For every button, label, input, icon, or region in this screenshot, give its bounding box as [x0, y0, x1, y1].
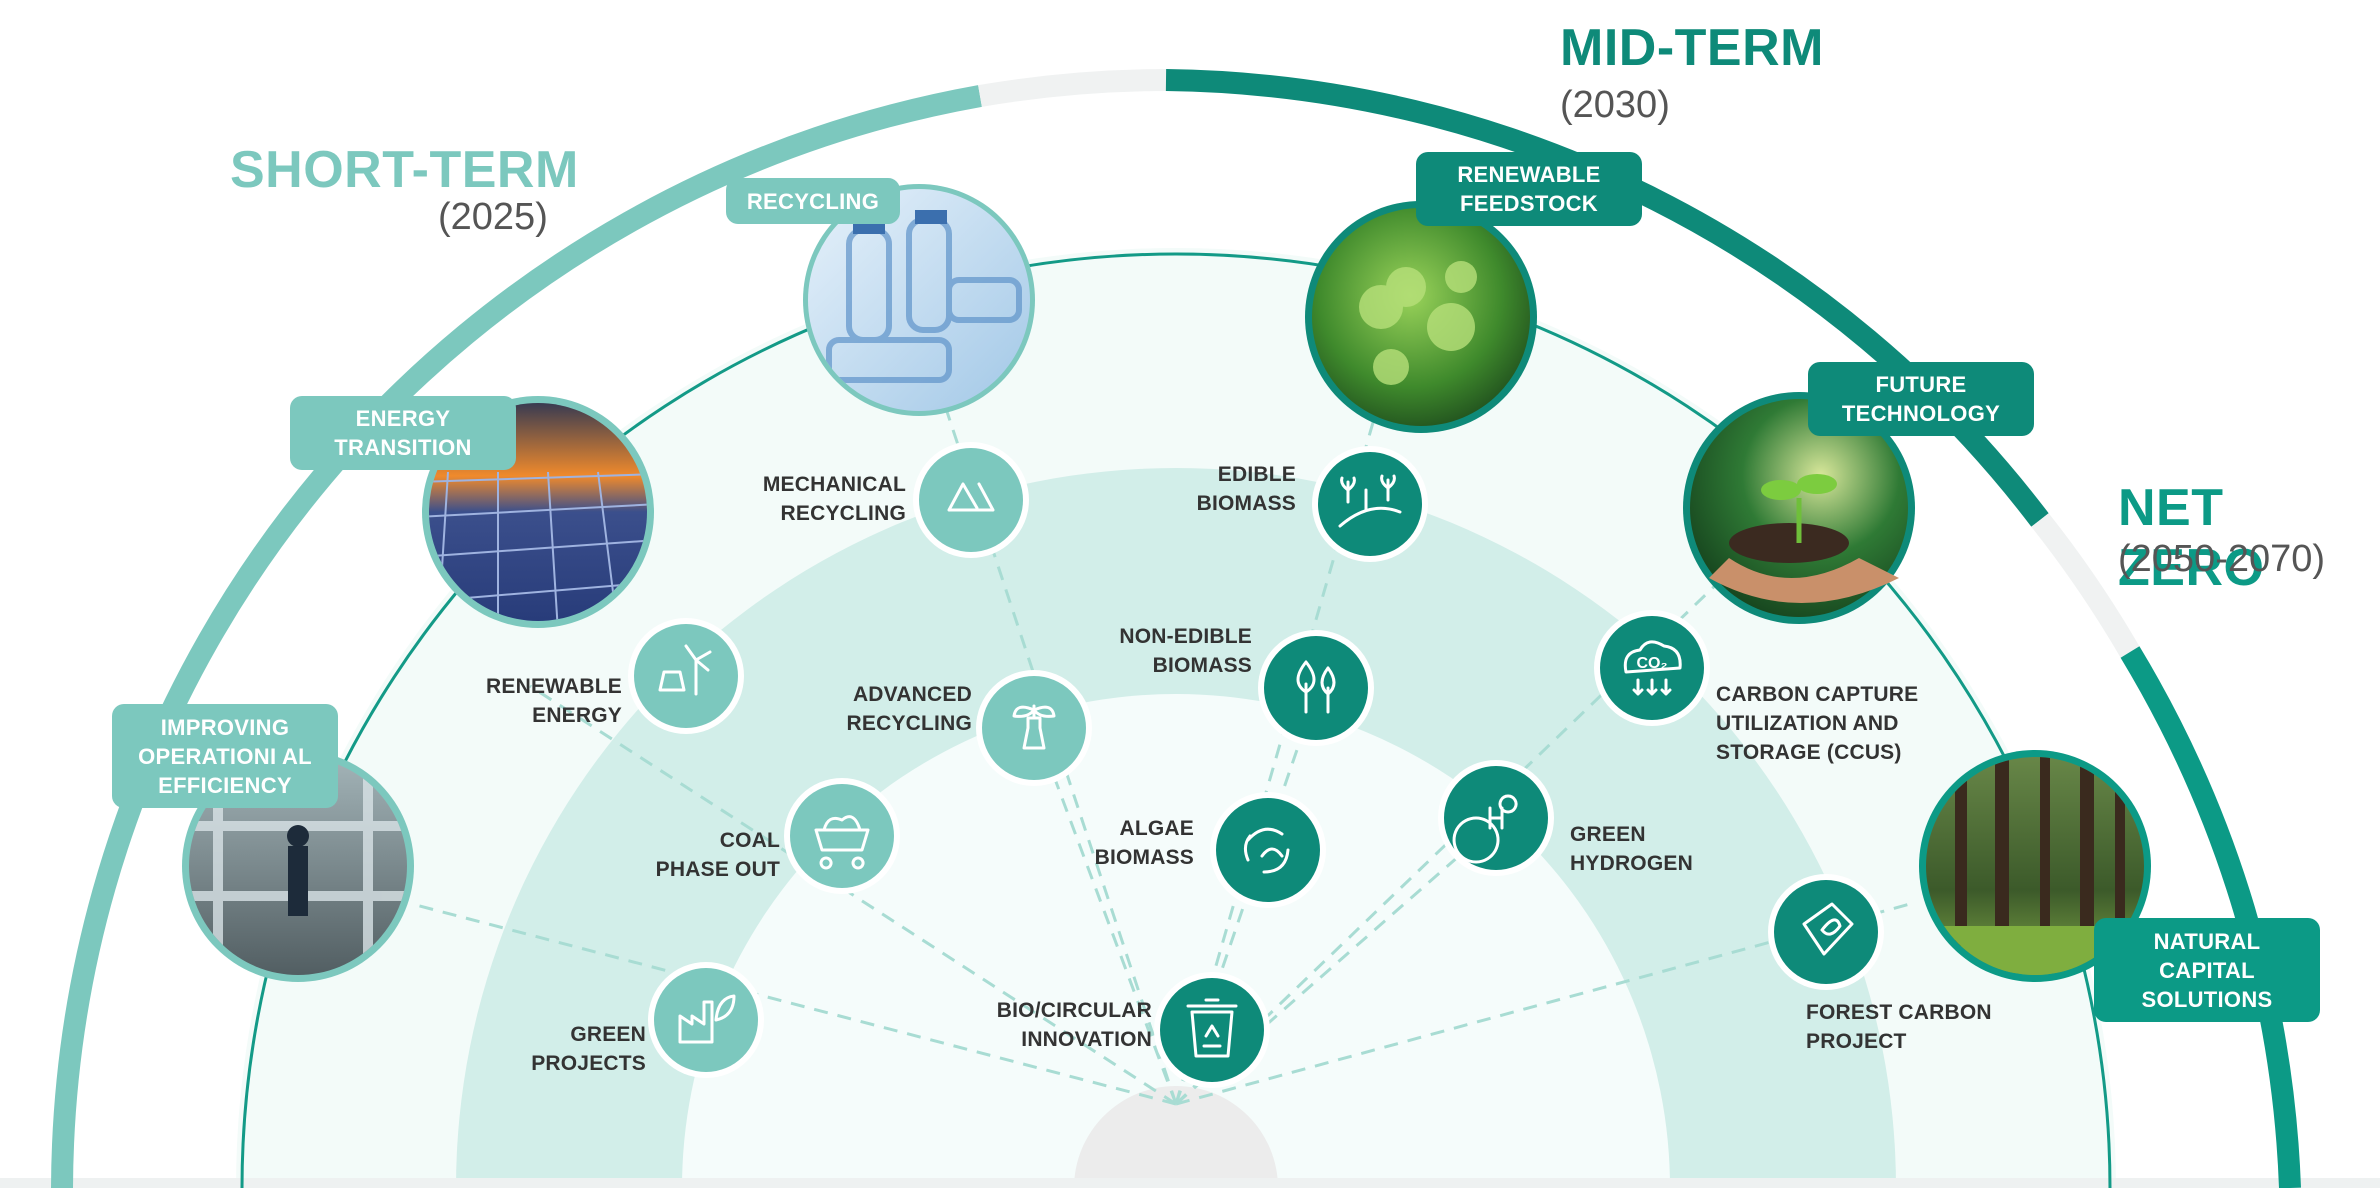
renewable-energy-label: RENEWABLE ENERGY	[486, 675, 622, 727]
mechanical-recycling-label: MECHANICAL RECYCLING	[762, 473, 906, 525]
renewable-feedstock-photo	[1305, 201, 1537, 433]
recycle-icon	[913, 442, 1029, 558]
future-technology-photo	[1683, 392, 1915, 624]
green-hydrogen-label: GREEN HYDROGEN	[1570, 823, 1693, 875]
recycle-bin-icon	[1154, 972, 1270, 1088]
algae-recycle-icon	[1210, 792, 1326, 908]
renewable-feedstock-tag: RENEWABLE FEEDSTOCK	[1416, 152, 1642, 226]
trees-icon	[1258, 630, 1374, 746]
recycling-photo	[803, 184, 1035, 416]
short-term-title: SHORT-TERM	[230, 141, 579, 199]
future-technology-tag: FUTURE TECHNOLOGY	[1808, 362, 2034, 436]
natural-capital-tag: NATURAL CAPITAL SOLUTIONS	[2094, 918, 2320, 1022]
net-zero-title: NET ZERO	[2118, 479, 2265, 597]
forest-carbon-label: FOREST CARBON PROJECT	[1806, 1001, 1992, 1053]
co2-text: CO₂	[1636, 655, 1667, 672]
leaf-tag-icon	[1768, 874, 1884, 990]
crop-field-icon	[1312, 446, 1428, 562]
hydrogen-icon	[1438, 760, 1554, 876]
solar-wind-icon	[628, 618, 744, 734]
energy-transition-tag: ENERGY TRANSITION	[290, 396, 516, 470]
net-zero-year: (2050-2070)	[2118, 538, 2326, 580]
mid-term-year: (2030)	[1560, 84, 1670, 126]
mid-term-title: MID-TERM	[1560, 19, 1824, 77]
short-term-year: (2025)	[438, 196, 548, 238]
bio-circular-label: BIO/CIRCULAR INNOVATION	[996, 999, 1152, 1051]
recycling-tag: RECYCLING	[726, 178, 900, 224]
coal-cart-icon	[784, 778, 900, 894]
flask-sprout-icon	[976, 670, 1092, 786]
green-projects-label: GREEN PROJECTS	[531, 1023, 646, 1075]
advanced-recycling-label: ADVANCED RECYCLING	[846, 683, 972, 735]
co2-cloud-icon: CO₂	[1594, 610, 1710, 726]
improving-efficiency-tag: IMPROVING OPERATIONI AL EFFICIENCY	[112, 704, 338, 808]
non-edible-biomass-label: NON-EDIBLE BIOMASS	[1119, 625, 1252, 677]
coal-phase-out-label: COAL PHASE OUT	[655, 829, 780, 881]
factory-leaf-icon	[648, 962, 764, 1078]
algae-biomass-label: ALGAE BIOMASS	[1094, 817, 1194, 869]
edible-biomass-label: EDIBLE BIOMASS	[1196, 463, 1296, 515]
ccus-label: CARBON CAPTURE UTILIZATION AND STORAGE (…	[1716, 683, 1919, 764]
